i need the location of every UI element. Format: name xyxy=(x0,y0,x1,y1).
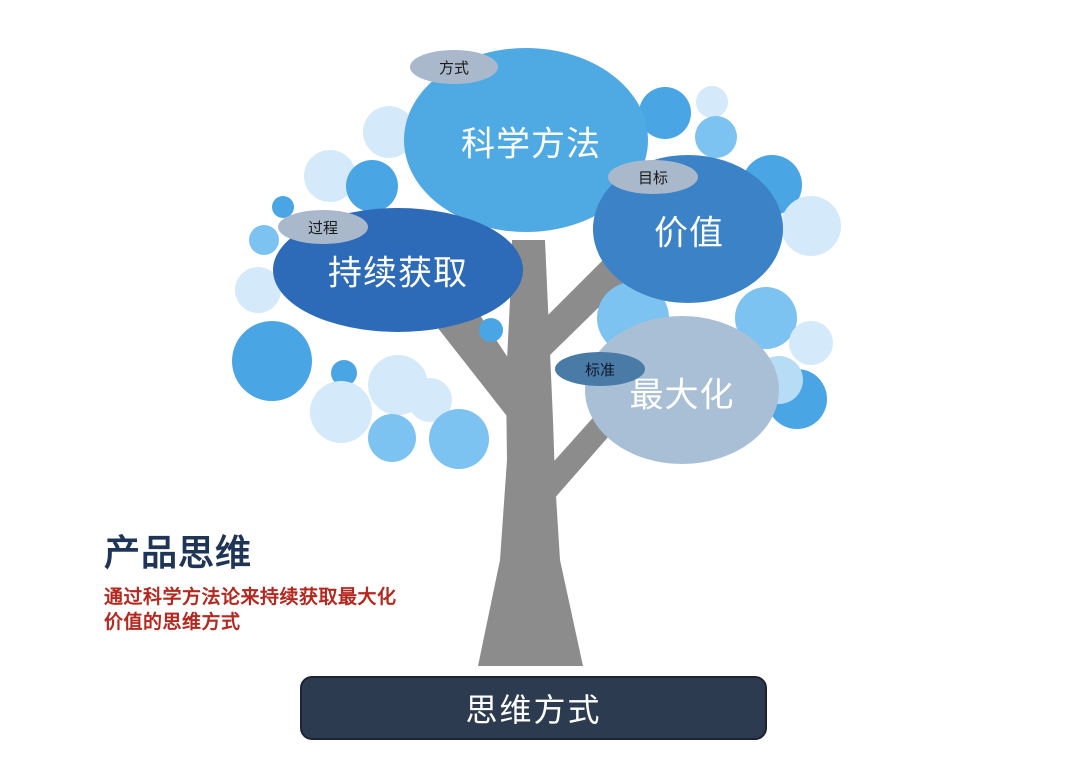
decorative-bubbles xyxy=(232,86,841,469)
tag-value: 目标 xyxy=(608,160,698,194)
bubble-19 xyxy=(479,318,503,342)
node-label-method: 科学方法 xyxy=(461,124,601,165)
tag-maximize: 标准 xyxy=(555,352,645,386)
diagram-title: 产品思维 xyxy=(104,533,253,574)
node-label-continuous: 持续获取 xyxy=(328,253,468,294)
bubble-12 xyxy=(232,321,312,401)
bubble-9 xyxy=(695,116,737,158)
subtitle-line-1: 通过科学方法论来持续获取最大化 xyxy=(104,586,397,608)
subtitle-line-2: 价值的思维方式 xyxy=(104,611,241,633)
bubble-5 xyxy=(249,225,279,255)
tag-continuous: 过程 xyxy=(278,210,368,244)
bubble-7 xyxy=(639,87,691,139)
bubble-3 xyxy=(346,160,398,212)
node-label-maximize: 最大化 xyxy=(629,375,735,416)
bubble-11 xyxy=(781,196,841,256)
bubble-18 xyxy=(429,409,489,469)
bubble-13 xyxy=(331,360,357,386)
bubble-1 xyxy=(363,106,415,158)
bubble-4 xyxy=(272,196,294,218)
tag-method: 方式 xyxy=(410,50,498,84)
ellipse-method xyxy=(404,48,648,232)
bubble-16 xyxy=(408,378,452,422)
node-label-value: 价值 xyxy=(654,213,724,254)
bubble-21 xyxy=(735,287,797,349)
bubble-8 xyxy=(696,86,728,118)
bubble-22 xyxy=(789,321,833,365)
trunk-main xyxy=(478,240,583,666)
bubble-17 xyxy=(368,414,416,462)
ellipse-maximize xyxy=(585,316,779,464)
bubble-2 xyxy=(304,150,356,202)
base-label: 思维方式 xyxy=(465,691,602,729)
tree-base-box: 思维方式 xyxy=(300,676,767,740)
bubble-15 xyxy=(310,381,372,443)
bubble-6 xyxy=(235,267,281,313)
branch-left xyxy=(430,300,516,420)
